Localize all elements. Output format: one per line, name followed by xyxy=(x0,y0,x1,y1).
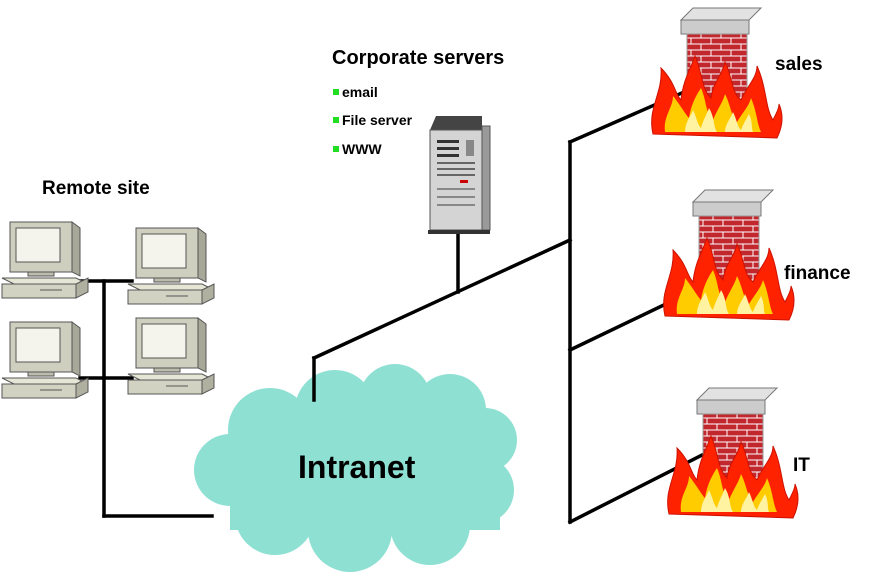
firewall-label-it: IT xyxy=(793,455,810,476)
remote-computer-2 xyxy=(127,227,215,305)
firewall-label-finance: finance xyxy=(784,263,851,284)
firewall-label-sales: sales xyxy=(775,54,823,75)
bullet-icon xyxy=(333,89,339,95)
server-tower-icon xyxy=(428,116,491,234)
service-label-www: WWW xyxy=(342,141,382,157)
service-item-www: WWW xyxy=(333,141,382,157)
remote-computer-3 xyxy=(1,321,89,399)
remote-computer-1 xyxy=(1,221,89,299)
bullet-icon xyxy=(333,146,339,152)
servers-title: Corporate servers xyxy=(332,47,505,69)
firewall-it-icon xyxy=(667,387,799,519)
firewall-finance-icon xyxy=(663,189,795,321)
service-label-email: email xyxy=(342,84,378,100)
remote-computer-4 xyxy=(127,317,215,395)
bullet-icon xyxy=(333,117,339,123)
service-label-file-server: File server xyxy=(342,112,413,128)
intranet-cloud xyxy=(194,364,517,572)
firewall-sales-icon xyxy=(651,7,783,139)
intranet-label: Intranet xyxy=(298,449,416,485)
service-item-email: email xyxy=(333,84,378,100)
service-item-file-server: File server xyxy=(333,112,412,128)
remote-site-label: Remote site xyxy=(42,178,150,199)
